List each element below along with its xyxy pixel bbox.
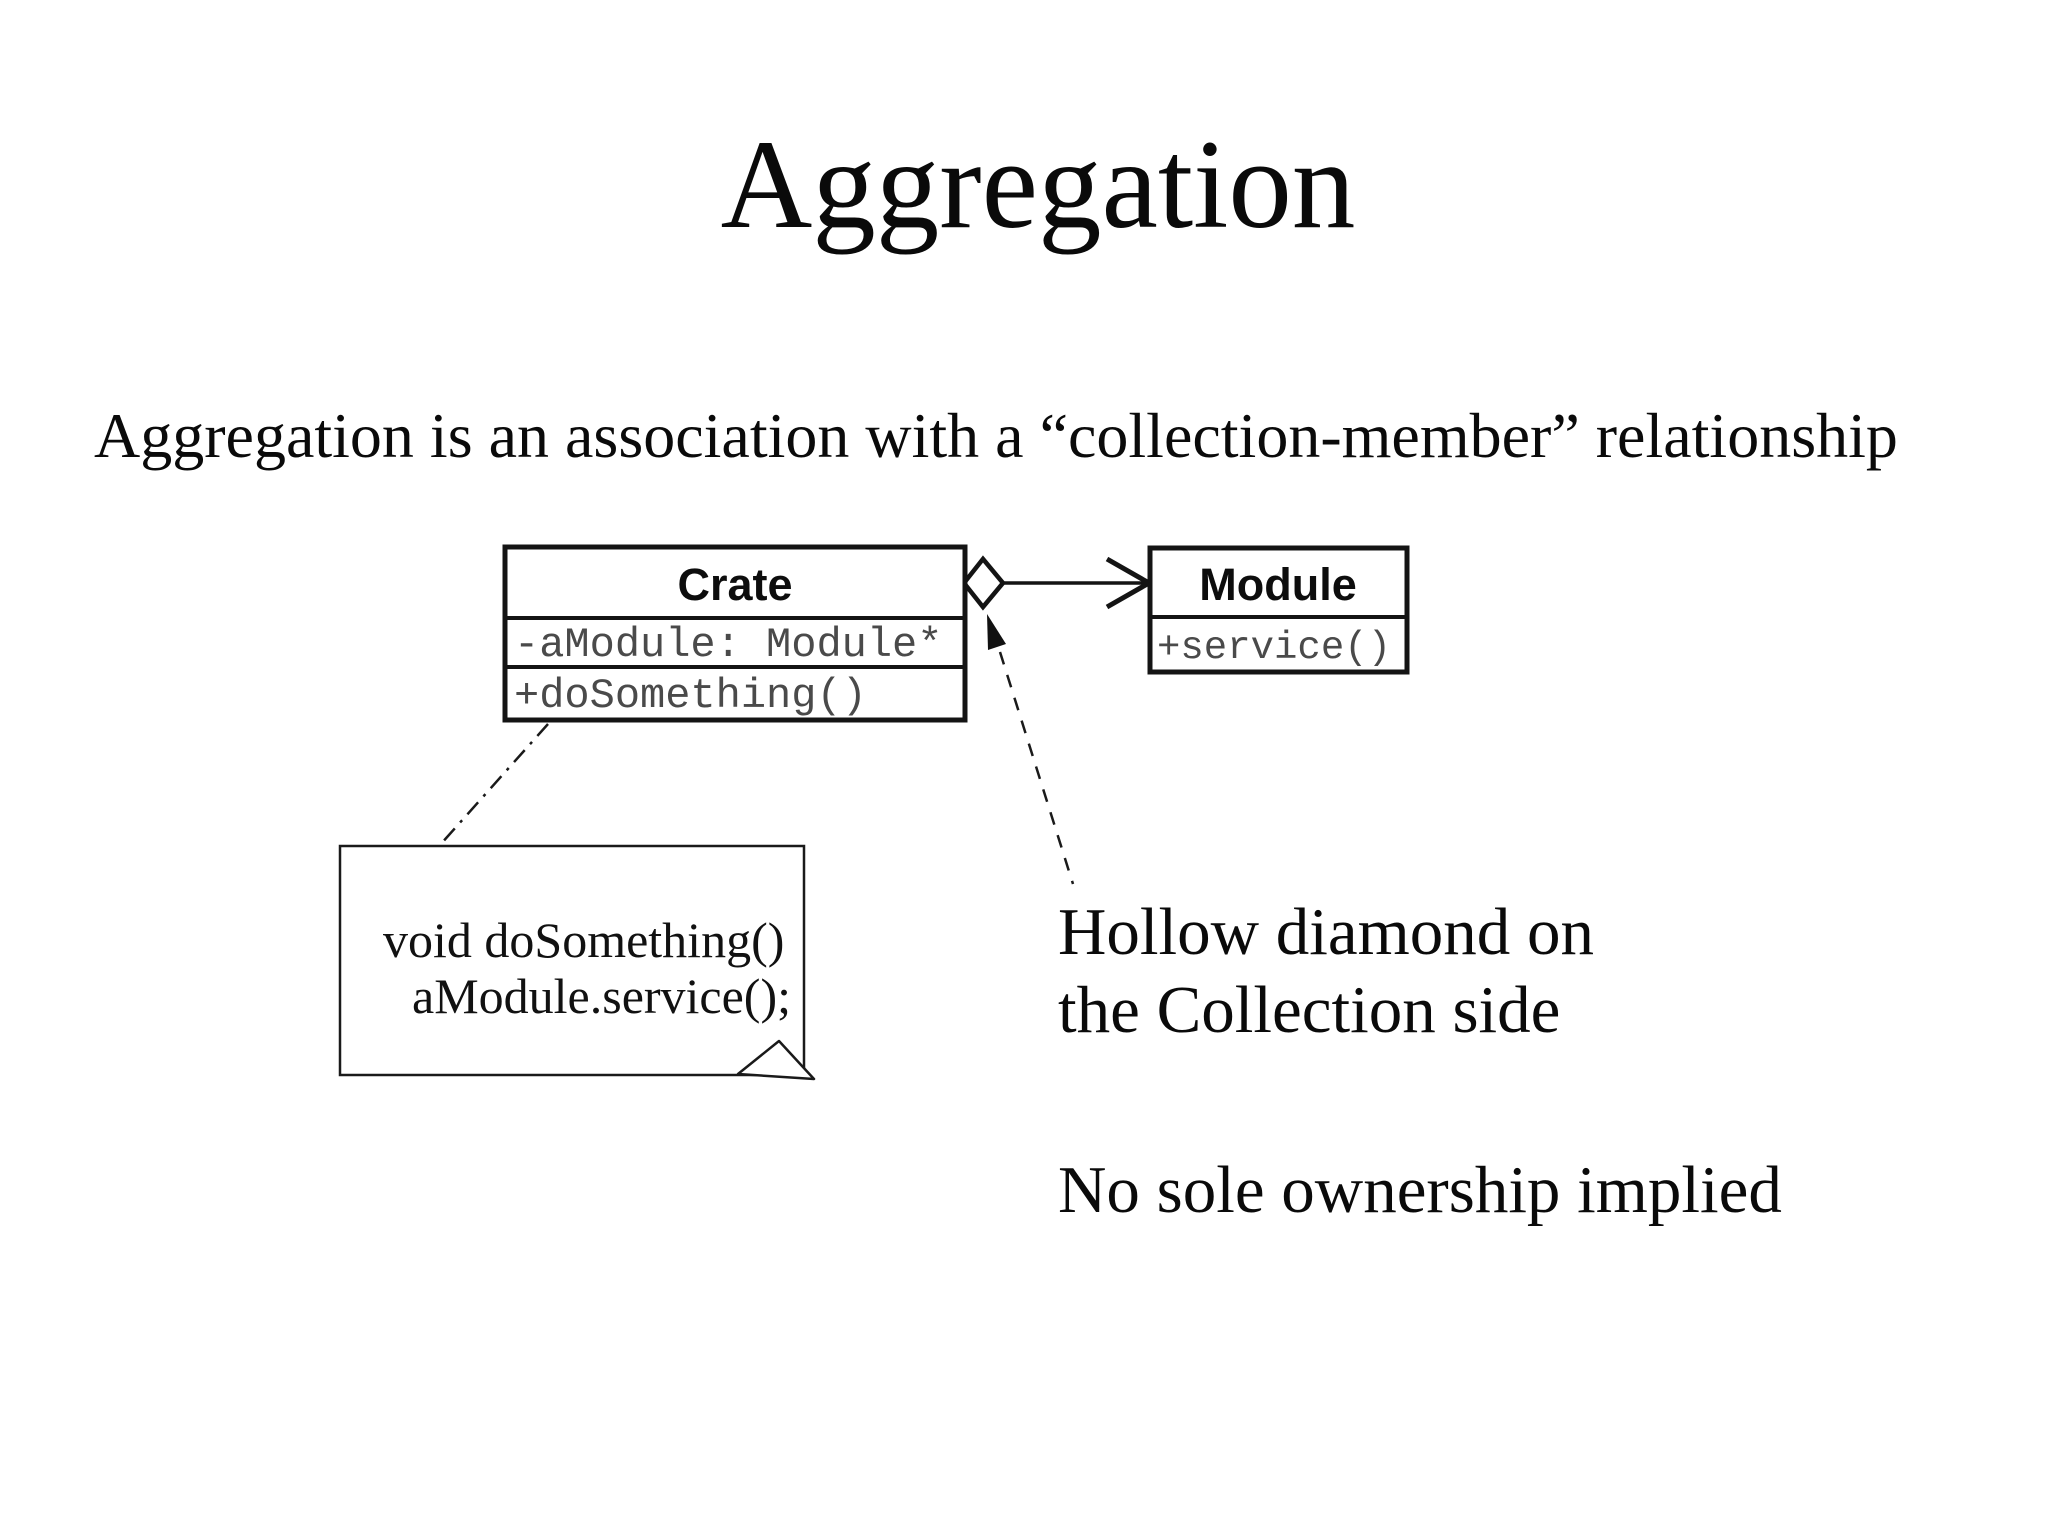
note-box [338, 844, 806, 1077]
module-class-box [1147, 545, 1410, 675]
note-anchor-line [439, 723, 549, 846]
crate-class-name: Crate [677, 559, 792, 610]
slide-subtitle: Aggregation is an association with a “co… [94, 400, 1898, 471]
annotation-arrowhead-icon [987, 614, 1006, 650]
page-title: Aggregation [720, 115, 1356, 255]
note-fold-corner-icon [736, 1039, 816, 1081]
annotation-ownership: No sole ownership implied [1058, 1153, 1782, 1227]
crate-class-attribute: -aModule: Module* [514, 621, 942, 669]
hollow-diamond-icon [961, 555, 1006, 611]
module-class-operation: +service() [1157, 626, 1391, 670]
note-text-line-2: aModule.service(); [412, 968, 791, 1024]
annotation-text-block: Hollow diamond on the Collection side No… [1058, 893, 1782, 1229]
annotation-diamond-line-2: the Collection side [1058, 973, 1561, 1047]
annotation-diamond-line-1: Hollow diamond on [1058, 895, 1594, 969]
annotation-spacer [1058, 1049, 1782, 1151]
crate-class-box [502, 544, 968, 723]
note-text-line-1: void doSomething() [383, 912, 784, 968]
annotation-arrow-line [998, 651, 1075, 885]
crate-class-operation: +doSomething() [514, 672, 867, 720]
module-class-name: Module [1199, 559, 1356, 610]
